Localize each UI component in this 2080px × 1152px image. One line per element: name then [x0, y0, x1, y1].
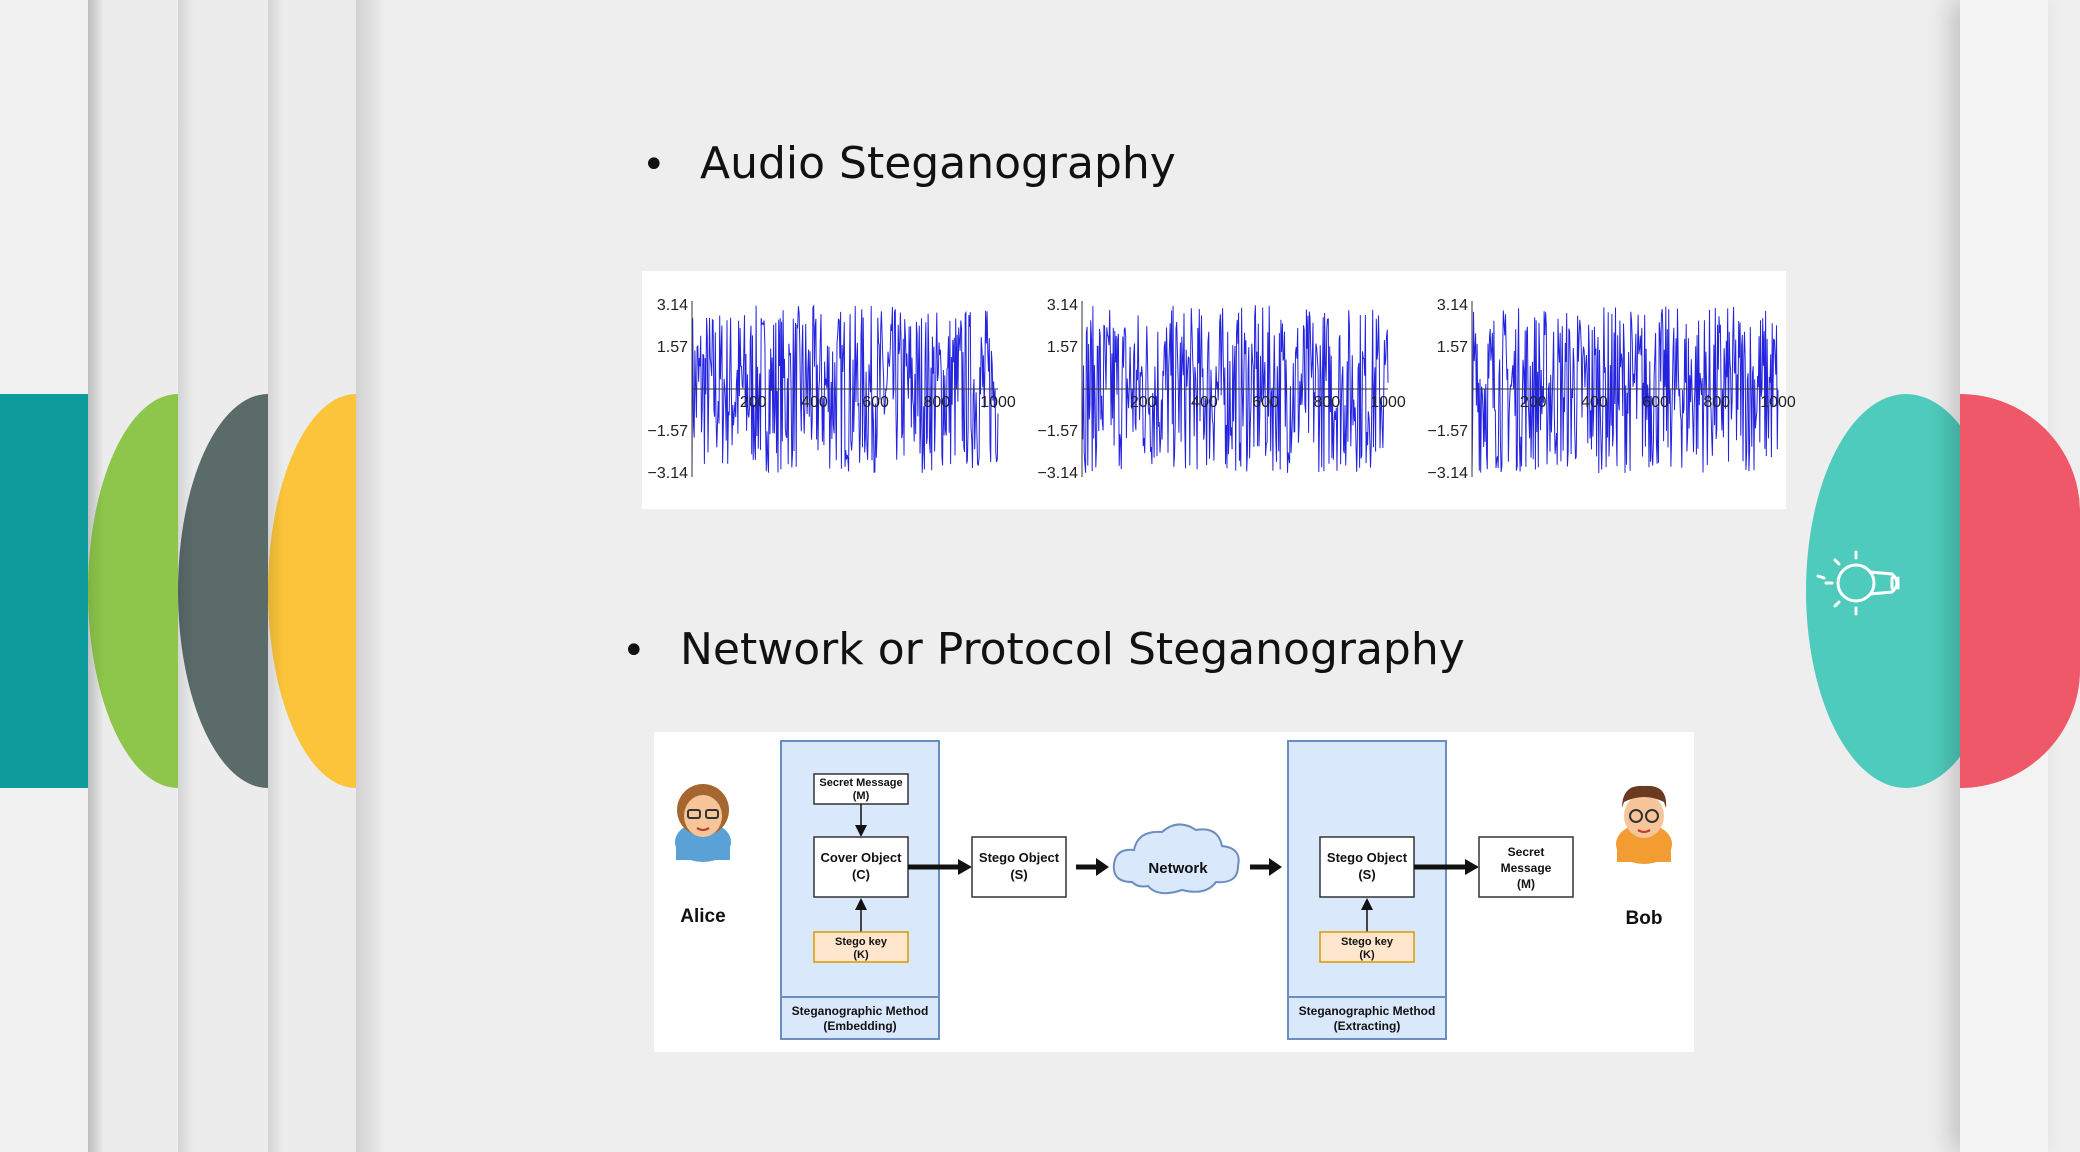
stego-key-right-label-2: (K) [1359, 949, 1375, 961]
deco-strip-1 [0, 0, 90, 1152]
waveform-series-1 [691, 304, 999, 474]
audio-plots-panel: 3.14 1.57 −1.57 −3.14 200 400 600 800 1000 3.14 1.… [642, 271, 1796, 509]
secret-message-out-label-2: Message [1501, 861, 1552, 875]
deco-strip-3 [178, 0, 268, 1152]
stego-key-label-1: Stego key [835, 936, 888, 948]
y-tick-label: 1.57 [1047, 339, 1078, 356]
x-tick-label: 200 [1130, 394, 1157, 411]
x-tick-label: 400 [1191, 394, 1218, 411]
network-stego-diagram: Alice Bob Steganographic Method (Embeddi… [675, 740, 1672, 1040]
x-tick-label: 400 [1581, 394, 1608, 411]
y-tick-label: 1.57 [657, 339, 688, 356]
x-tick-label: 200 [740, 394, 767, 411]
alice-avatar [675, 784, 731, 862]
secret-message-output-box [1478, 836, 1574, 898]
x-tick-label: 800 [1313, 394, 1340, 411]
y-tick-label: 1.57 [1437, 339, 1468, 356]
y-tick-label: 3.14 [1047, 297, 1078, 314]
y-tick-label: 3.14 [657, 297, 688, 314]
stego-object-mid-label-2: (S) [1010, 867, 1027, 882]
x-tick-label: 600 [862, 394, 889, 411]
secret-message-out-label-3: (M) [1517, 877, 1535, 891]
stego-key-box-embed [813, 931, 909, 963]
embedding-method-label-1: Steganographic Method [792, 1004, 929, 1018]
stego-object-right-label-2: (S) [1358, 867, 1375, 882]
embedding-method-label-2: (Embedding) [823, 1019, 896, 1033]
cover-object-label-1: Cover Object [821, 850, 903, 865]
audio-waveform-charts: 3.14 1.57 −1.57 −3.14 200 400 600 800 1000 3.14 1.… [648, 297, 1796, 482]
bullet-audio-steganography: Audio Steganography [700, 138, 1176, 189]
stego-key-right-label-1: Stego key [1341, 936, 1394, 948]
x-tick-label: 400 [801, 394, 828, 411]
x-tick-label: 600 [1252, 394, 1279, 411]
bob-label: Bob [1626, 908, 1663, 929]
stego-key-label-2: (K) [853, 949, 869, 961]
bullet-dot: • [622, 628, 646, 674]
bob-avatar [1616, 785, 1672, 864]
bullet-dot: • [642, 142, 666, 188]
cover-object-box [813, 836, 909, 898]
stego-object-box-mid [971, 836, 1067, 898]
bullet-network-steganography: Network or Protocol Steganography [680, 624, 1465, 675]
stego-object-right-label-1: Stego Object [1327, 850, 1408, 865]
x-tick-label: 800 [923, 394, 950, 411]
secret-message-out-label-1: Secret [1508, 845, 1545, 859]
y-tick-label: −1.57 [1428, 423, 1469, 440]
waveform-series-3 [1471, 306, 1779, 474]
deco-strip-4 [268, 0, 356, 1152]
deco-teal-shape [0, 394, 90, 788]
stego-key-box-extract [1319, 931, 1415, 963]
network-label: Network [1148, 860, 1208, 877]
deco-red-shape [1960, 394, 2080, 788]
alice-label: Alice [680, 906, 725, 927]
lightbulb-icon [1816, 550, 1900, 616]
x-tick-label: 1000 [1760, 394, 1796, 411]
secret-message-label-2: (M) [853, 790, 870, 802]
y-tick-label: −3.14 [1038, 465, 1079, 482]
y-tick-label: −3.14 [1428, 465, 1469, 482]
x-tick-label: 600 [1642, 394, 1669, 411]
extracting-method-label-1: Steganographic Method [1299, 1004, 1436, 1018]
network-diagram-panel: Alice Bob Steganographic Method (Embeddi… [654, 732, 1694, 1052]
waveform-series-2 [1081, 305, 1389, 473]
secret-message-label-1: Secret Message [819, 777, 902, 789]
y-tick-label: 3.14 [1437, 297, 1468, 314]
extracting-method-label-2: (Extracting) [1334, 1019, 1401, 1033]
deco-shadow [356, 0, 386, 1152]
cover-object-label-2: (C) [852, 867, 870, 882]
secret-message-box [813, 773, 909, 805]
deco-right-panel [1960, 0, 2080, 1152]
y-tick-label: −1.57 [1038, 423, 1079, 440]
y-tick-label: −1.57 [648, 423, 689, 440]
network-cloud [1112, 823, 1240, 895]
deco-strip-2 [88, 0, 178, 1152]
x-tick-label: 200 [1520, 394, 1547, 411]
y-tick-label: −3.14 [648, 465, 689, 482]
x-tick-label: 1000 [980, 394, 1016, 411]
x-tick-label: 1000 [1370, 394, 1406, 411]
stego-object-mid-label-1: Stego Object [979, 850, 1060, 865]
x-tick-label: 800 [1703, 394, 1730, 411]
stego-object-box-right [1319, 836, 1415, 898]
